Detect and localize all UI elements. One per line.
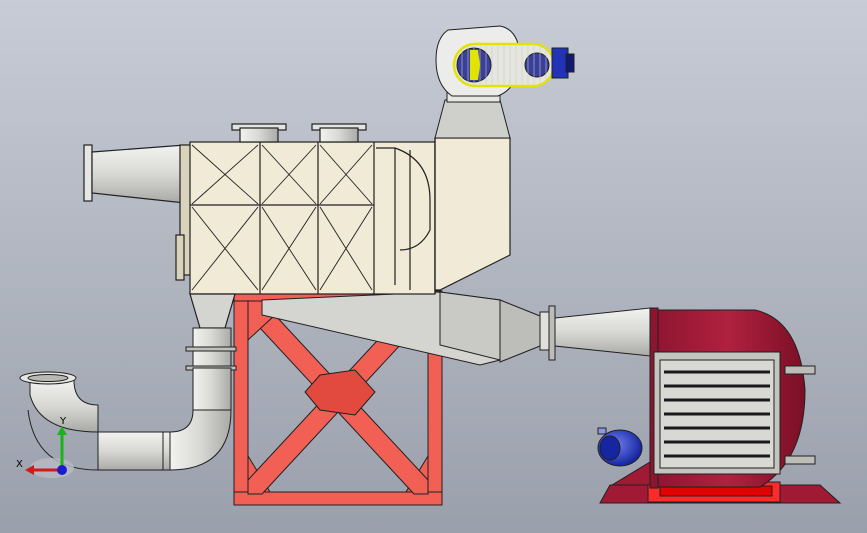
triad-x-label: X — [16, 459, 23, 470]
main-fan — [597, 307, 842, 504]
elbow-duct — [19, 327, 237, 471]
filter-enclosure — [83, 123, 511, 329]
transition-duct — [261, 291, 651, 366]
support-frame — [233, 290, 443, 506]
top-blower — [434, 25, 575, 139]
triad-y-label: Y — [59, 416, 67, 427]
coordinate-triad-icon: Y X — [16, 416, 74, 478]
